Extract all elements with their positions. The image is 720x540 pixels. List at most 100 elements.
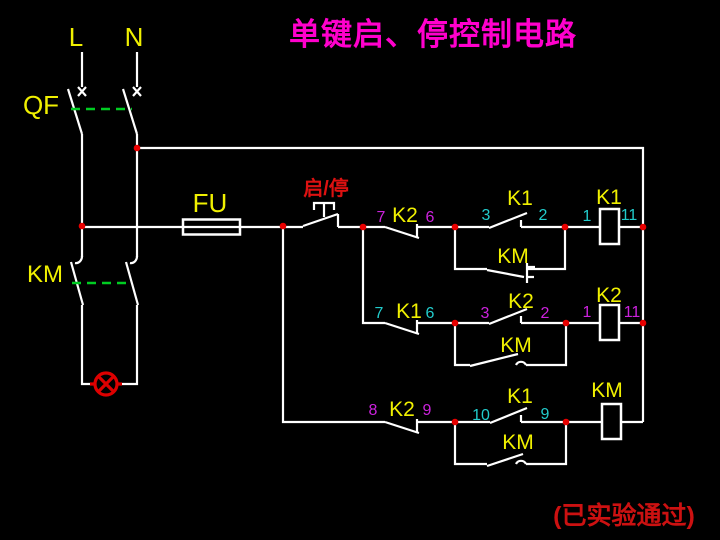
nc2-blade — [384, 321, 420, 336]
junction-dots — [78, 144, 647, 426]
junction-dot — [639, 223, 647, 231]
terminal-number: 1 — [583, 304, 592, 321]
terminal-number: 6 — [426, 209, 435, 226]
diagram-title: 单键启、停控制电路 — [289, 17, 577, 52]
coil-name: K2 — [596, 284, 622, 307]
branch3-hook — [515, 459, 527, 465]
terminal-number: 3 — [481, 305, 490, 322]
rung3-no-contact — [489, 406, 528, 425]
rung3-feed — [281, 227, 385, 424]
branch1-latch — [525, 263, 535, 283]
branch3-right — [526, 422, 568, 466]
rung3-km-parallel-contact — [453, 422, 568, 468]
branch2-left — [453, 323, 470, 367]
branch3-left — [453, 422, 487, 466]
junction-dot — [133, 144, 141, 152]
terminal-number: 9 — [541, 406, 550, 423]
junction-dot — [279, 222, 287, 230]
rung2-feed — [361, 227, 385, 325]
arrowhead-N-icon — [132, 86, 142, 97]
label-start-stop: 启/停 — [303, 176, 349, 200]
coil-name: KM — [591, 379, 623, 402]
terminal-number: 11 — [624, 304, 641, 321]
contact-name: K2 — [508, 290, 534, 313]
nc3-blade — [384, 420, 420, 435]
qf-breaker-symbol — [66, 88, 139, 135]
terminal-number: 7 — [375, 305, 384, 322]
branch3-blade — [486, 452, 524, 468]
rung1-no-contact — [488, 211, 528, 230]
lamp-circle — [93, 371, 119, 397]
label-FU: FU — [193, 188, 228, 218]
junction-dot — [561, 223, 569, 231]
terminal-number: 6 — [426, 305, 435, 322]
right-rail — [137, 146, 645, 422]
km-hook-left — [74, 255, 84, 265]
footer-note: (已实验通过) — [553, 501, 695, 530]
lamp-icon — [90, 371, 122, 397]
contact-name: K2 — [392, 204, 418, 227]
km-main-contacts-symbol — [69, 255, 140, 306]
label-N: N — [125, 22, 144, 52]
km-hook-right — [129, 255, 139, 265]
junction-dot — [78, 222, 86, 230]
branch1-right — [527, 227, 567, 271]
button-cap — [312, 201, 336, 210]
rung1-km-parallel-contact — [453, 227, 567, 283]
branch2-blade — [469, 352, 519, 368]
contact-name: K1 — [507, 385, 533, 408]
k1-coil — [598, 207, 621, 246]
rung3-nc-contact — [384, 419, 420, 435]
drop-to-lamp-left — [80, 305, 90, 386]
contact-name: K2 — [389, 398, 415, 421]
parallel-contact-name: KM — [497, 245, 529, 268]
junction-dot — [639, 319, 647, 327]
junction-dot — [359, 223, 367, 231]
arrowhead-L-icon — [77, 86, 87, 97]
fuse-symbol — [181, 218, 242, 236]
no1-blade — [488, 211, 528, 230]
rung2-no-contact — [488, 307, 528, 326]
k2-coil — [598, 303, 621, 342]
terminal-number: 7 — [377, 209, 386, 226]
coil-name: K1 — [596, 186, 622, 209]
parallel-contact-name: KM — [500, 334, 532, 357]
lamp-cross — [97, 375, 115, 393]
km-blade-right — [124, 261, 140, 306]
terminal-number: 11 — [621, 207, 638, 224]
no3-blade — [489, 406, 528, 425]
junction-dot — [451, 418, 459, 426]
label-QF: QF — [23, 90, 59, 120]
branch1-blade — [486, 268, 525, 279]
branch2-right — [526, 323, 568, 367]
qf-blade-right — [121, 88, 139, 135]
junction-dot — [451, 223, 459, 231]
branch1-left — [453, 227, 487, 271]
branch2-hook — [515, 360, 527, 366]
nc1-blade — [384, 225, 420, 240]
terminal-number: 8 — [369, 402, 378, 419]
terminal-number: 2 — [541, 305, 550, 322]
junction-dot — [562, 319, 570, 327]
button-contact-blade — [302, 212, 340, 228]
no2-blade — [488, 307, 528, 326]
terminal-number: 10 — [472, 407, 490, 424]
contact-name: K1 — [507, 187, 533, 210]
incoming-lines — [77, 52, 142, 97]
km-coil — [600, 402, 623, 441]
junction-dot — [562, 418, 570, 426]
terminal-number: 9 — [423, 402, 432, 419]
parallel-contact-name: KM — [502, 431, 534, 454]
start-stop-button-symbol — [302, 201, 340, 228]
terminal-number: 3 — [482, 207, 491, 224]
rung2-km-parallel-contact — [453, 323, 568, 368]
qf-blade-left — [66, 88, 84, 135]
drop-to-lamp-right — [122, 305, 139, 386]
label-L: L — [69, 22, 83, 52]
contact-name: K1 — [396, 300, 422, 323]
terminal-number: 1 — [583, 208, 592, 225]
terminal-number: 2 — [539, 207, 548, 224]
junction-dot — [451, 319, 459, 327]
